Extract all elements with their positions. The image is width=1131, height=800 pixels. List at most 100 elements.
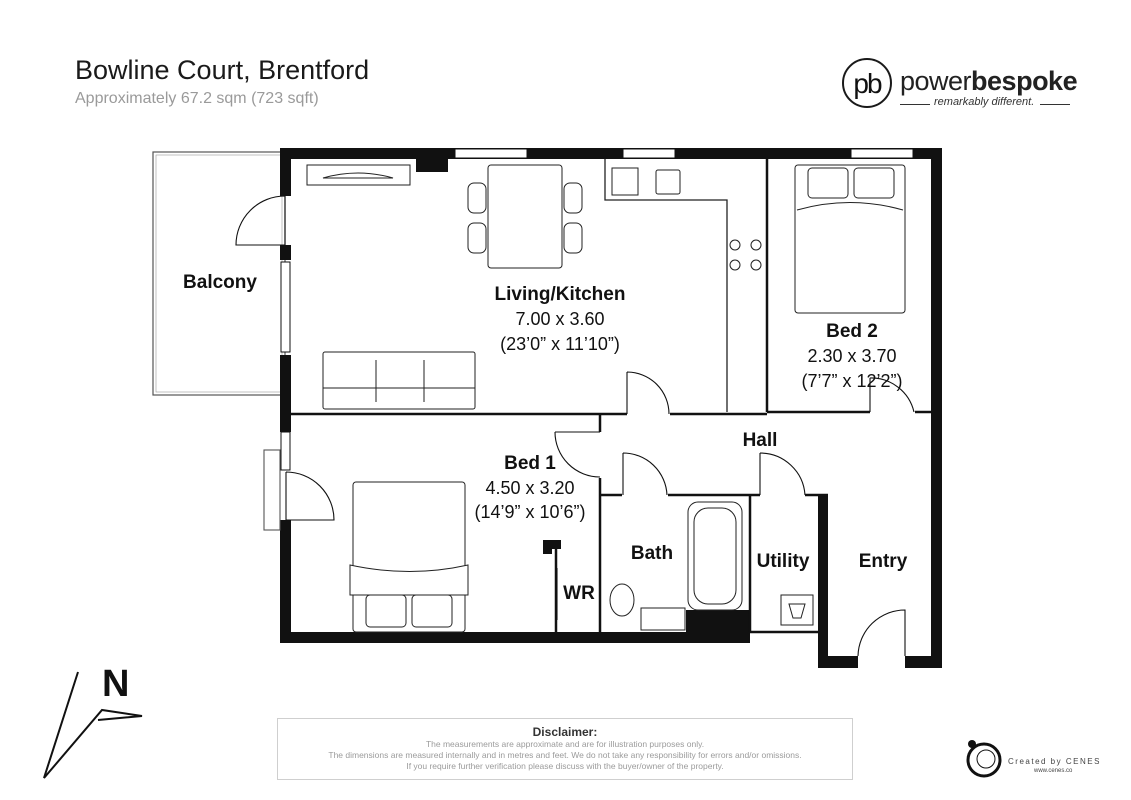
brand-rule-right: [1040, 104, 1070, 105]
door-balcony: [235, 195, 286, 246]
bed2-pillow-1: [807, 167, 849, 199]
sofa: [322, 351, 476, 410]
wall-right: [931, 148, 942, 668]
bed2-pillow-2: [853, 167, 895, 199]
disclaimer-title: Disclaimer:: [532, 725, 598, 739]
brand-name: powerbespoke: [900, 66, 1078, 97]
disclaimer-box: Disclaimer: The measurements are approxi…: [277, 718, 853, 780]
disclaimer-line-3: If you require further verification plea…: [406, 761, 724, 771]
room-metric-bed1: 4.50 x 3.20: [485, 478, 574, 498]
wall-left-mid: [280, 245, 291, 260]
balcony-side-window: [263, 449, 281, 531]
door-utility: [759, 452, 806, 496]
wall-top: [280, 148, 942, 159]
wall-left-bed1-bottom: [280, 520, 291, 642]
cenes-circle-outer: [966, 742, 1002, 778]
window-living-1: [454, 148, 528, 159]
wall-corner-block: [416, 148, 448, 172]
bed2-frame: [794, 164, 906, 314]
wall-bottom: [280, 632, 750, 643]
doors: [235, 195, 915, 657]
compass-arrow: [43, 671, 143, 779]
door-bed2: [869, 377, 915, 413]
sink: [611, 167, 639, 196]
walls: [280, 148, 942, 668]
disclaimer-line-2: The dimensions are measured internally a…: [328, 750, 802, 760]
toilet: [609, 583, 635, 617]
window-bed1-side: [280, 431, 291, 471]
room-name-utility: Utility: [757, 551, 810, 572]
wall-wr-stub2: [543, 540, 552, 554]
interior-walls: [291, 159, 931, 634]
dining-table: [487, 164, 563, 269]
room-name-balcony: Balcony: [183, 272, 257, 293]
room-labels: Balcony Living/Kitchen 7.00 x 3.60 (23’0…: [183, 272, 908, 604]
room-imperial-bed1: (14’9” x 10’6”): [474, 502, 585, 522]
wall-left-bed1-top: [280, 415, 291, 432]
window-bed2: [850, 148, 914, 159]
bath-sink: [640, 607, 686, 631]
brand-monogram: pb: [842, 58, 892, 108]
furniture: [306, 159, 906, 633]
bed2-duvet: [796, 202, 904, 211]
window-living-2: [622, 148, 676, 159]
window-balcony-side: [280, 261, 291, 353]
cenes-dot: [968, 740, 976, 748]
wall-bottom-entry-right: [905, 656, 942, 668]
tv-screen: [322, 172, 394, 179]
hob-3: [729, 259, 741, 271]
bed1-pillow-2: [411, 594, 453, 628]
disclaimer-line-1: The measurements are approximate and are…: [425, 739, 705, 749]
compass-label: N: [102, 663, 129, 705]
door-bed1-balcony: [285, 471, 335, 521]
room-name-bed2: Bed 2: [826, 321, 878, 342]
wall-left-upper: [280, 148, 291, 196]
sink-bowl: [655, 169, 681, 195]
washing-machine: [780, 594, 814, 626]
door-living: [626, 371, 670, 415]
room-imperial-bed2: (7’7” x 12’2”): [801, 371, 902, 391]
cenes-credit-url: www.cenes.co: [1034, 768, 1073, 774]
room-metric-bed2: 2.30 x 3.70: [807, 346, 896, 366]
bed1-duvet: [349, 564, 469, 596]
room-name-bath: Bath: [631, 543, 673, 564]
bed1-pillow-1: [365, 594, 407, 628]
wall-entry-left: [818, 495, 828, 668]
kitchen-counter: [604, 159, 728, 412]
chair-4: [563, 222, 583, 254]
door-bed1: [554, 431, 601, 478]
room-name-living: Living/Kitchen: [495, 284, 626, 305]
cenes-circle-inner: [976, 749, 996, 769]
wall-left-lower: [280, 355, 291, 415]
north-compass-icon: N: [43, 663, 143, 779]
cenes-credit: Created by CENES www.cenes.co: [964, 735, 1114, 780]
room-metric-living: 7.00 x 3.60: [515, 309, 604, 329]
room-name-hall: Hall: [743, 430, 778, 451]
chair-3: [563, 182, 583, 214]
door-entry: [857, 609, 906, 657]
cenes-logo-icon: [966, 740, 1002, 778]
page-title: Bowline Court, Brentford: [75, 55, 370, 85]
area-subtitle: Approximately 67.2 sqm (723 sqft): [75, 90, 319, 107]
wall-bath-bottom: [686, 610, 750, 643]
brand-logo: pb powerbespoke remarkably different.: [842, 58, 1082, 118]
hob-4: [750, 259, 762, 271]
hob-1: [729, 239, 741, 251]
brand-name-bold: bespoke: [971, 66, 1078, 96]
door-bath: [622, 452, 668, 496]
room-name-entry: Entry: [859, 551, 908, 572]
chair-1: [467, 182, 487, 214]
room-name-wr: WR: [563, 583, 595, 604]
cenes-credit-text: Created by CENES: [1008, 757, 1101, 766]
chair-2: [467, 222, 487, 254]
washing-machine-icon: [788, 603, 806, 619]
brand-tagline: remarkably different.: [934, 96, 1035, 108]
bathtub-inner: [693, 507, 737, 605]
brand-rule-left: [900, 104, 930, 105]
room-name-bed1: Bed 1: [504, 453, 556, 474]
brand-name-light: power: [900, 66, 972, 96]
room-imperial-living: (23’0” x 11’10”): [500, 334, 620, 354]
hob-2: [750, 239, 762, 251]
windows: [280, 148, 914, 471]
